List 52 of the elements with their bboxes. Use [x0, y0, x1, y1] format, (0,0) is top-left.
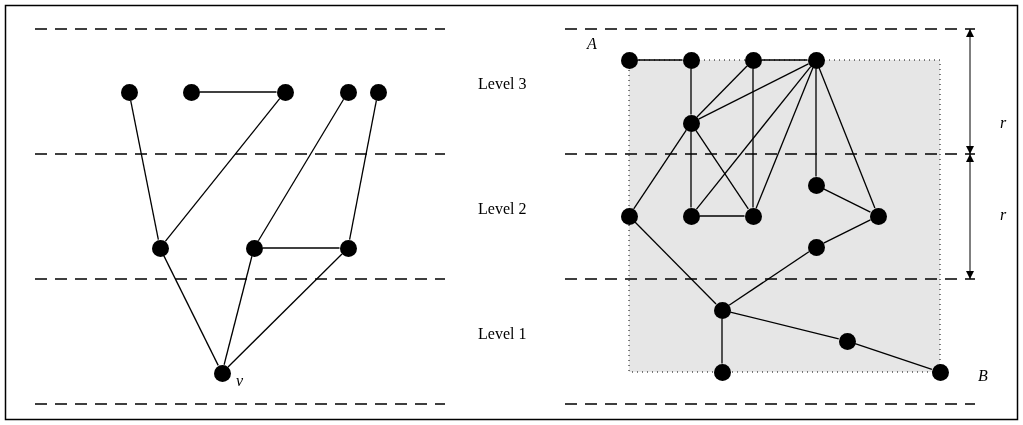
vertex-dot — [339, 83, 357, 101]
vertex-dot — [807, 51, 825, 69]
graph-edge — [698, 215, 746, 217]
vertex-dot — [682, 51, 700, 69]
vertex-label: B — [978, 367, 988, 385]
graph-edge — [822, 188, 872, 213]
dimension-label: r — [1000, 206, 1007, 224]
vertex-dot — [182, 83, 200, 101]
graph-edge — [227, 253, 343, 368]
graph-edge — [729, 311, 840, 340]
level-label: Level 1 — [478, 325, 527, 343]
graph-edge — [755, 67, 814, 209]
graph-edge — [690, 130, 692, 209]
graph-edge — [696, 65, 748, 118]
level-label: Level 2 — [478, 200, 527, 218]
graph-edge — [348, 99, 378, 241]
graph-edge — [257, 98, 345, 242]
vertex-dot — [245, 239, 263, 257]
vertex-dot — [369, 83, 387, 101]
vertex-dot — [620, 207, 638, 225]
vertex-dot — [276, 83, 294, 101]
vertex-dot — [339, 239, 357, 257]
graph-edge — [818, 67, 876, 209]
graph-edge — [690, 67, 692, 116]
graph-edge — [728, 251, 810, 306]
graph-edge — [752, 67, 754, 209]
graph-edge — [163, 254, 219, 367]
graph-edge — [854, 343, 933, 370]
level-label: Level 3 — [478, 75, 527, 93]
graph-edge — [721, 317, 723, 365]
vertex-dot — [620, 51, 638, 69]
vertex-dot — [120, 83, 138, 101]
vertex-label: v — [236, 372, 244, 390]
graph-edge — [198, 91, 278, 93]
graph-edge — [164, 97, 281, 242]
vertex-label: A — [587, 35, 597, 53]
graph-edge — [822, 219, 872, 244]
graph-edge — [760, 59, 809, 61]
graph-edge — [261, 247, 341, 249]
graph-edge — [633, 129, 687, 210]
graph-edge — [815, 67, 817, 178]
vertex-dot — [744, 51, 762, 69]
graph-edge — [223, 255, 253, 366]
graph-edge — [130, 99, 159, 241]
graph-edge — [695, 129, 749, 210]
vertex-dot — [213, 364, 231, 382]
graph-edge — [634, 221, 717, 305]
graph-edge — [695, 65, 812, 210]
vertex-dot — [151, 239, 169, 257]
graph-edge — [697, 63, 810, 120]
dimension-label: r — [1000, 114, 1007, 132]
graph-edge — [636, 59, 684, 61]
